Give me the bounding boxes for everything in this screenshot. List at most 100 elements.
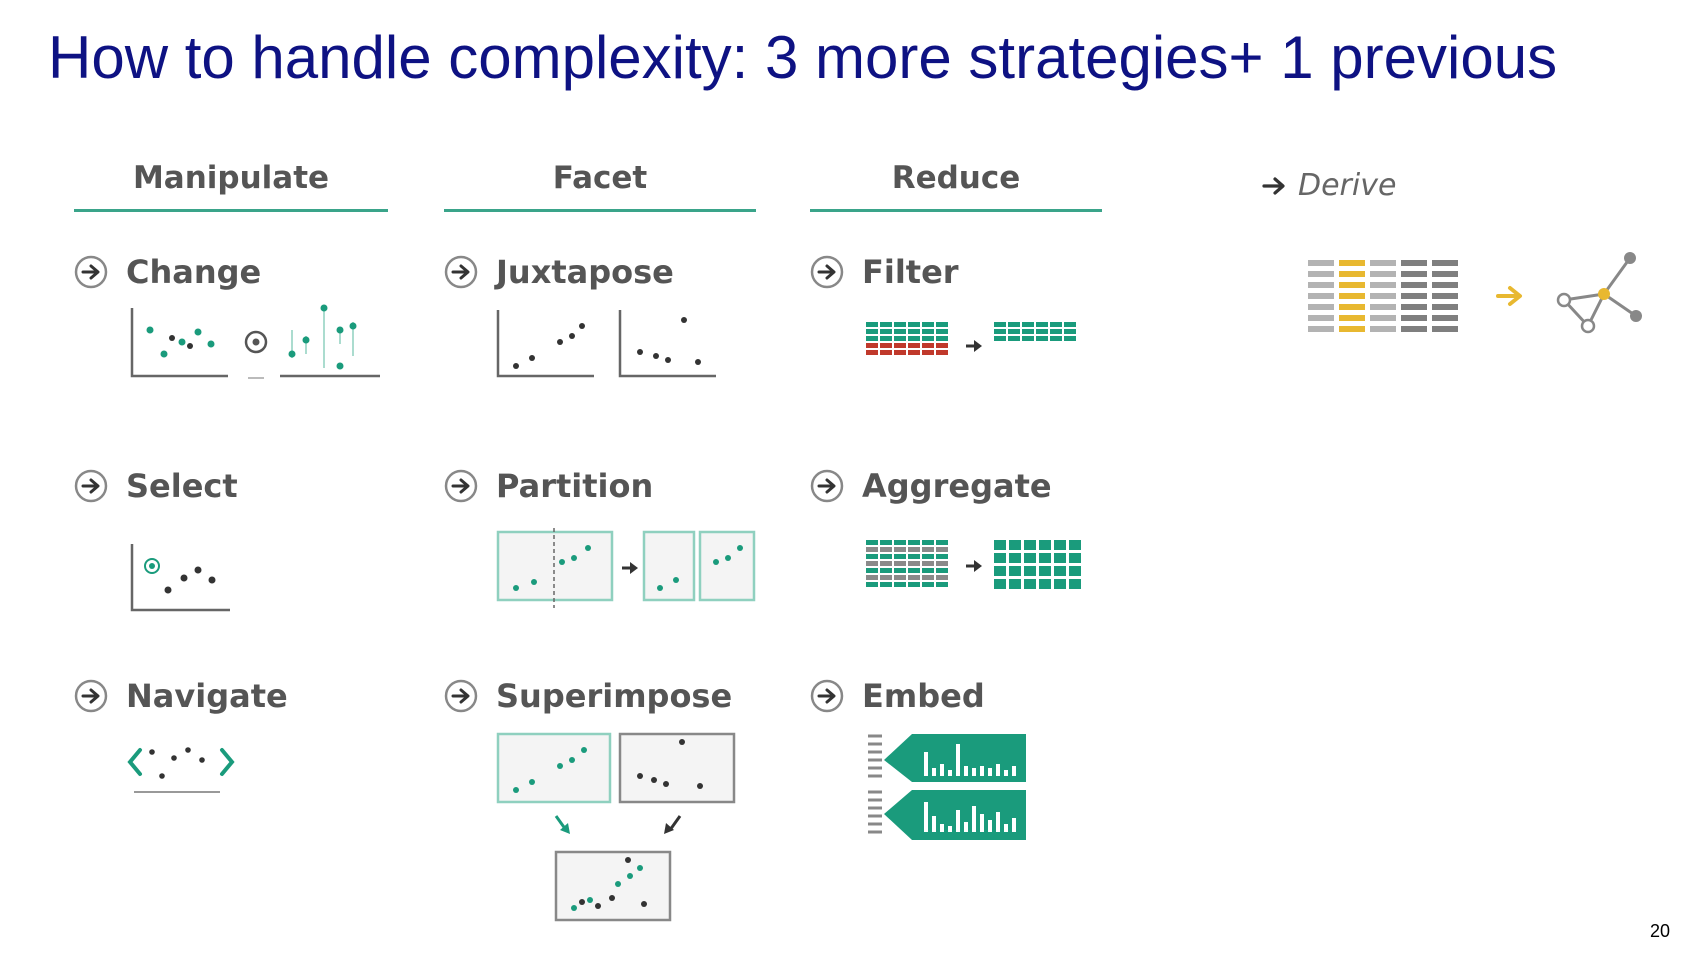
item-aggregate-label: Aggregate bbox=[862, 467, 1052, 505]
table-cell bbox=[866, 554, 878, 559]
table-cell bbox=[908, 540, 920, 545]
table-cell bbox=[1022, 322, 1034, 327]
table-cell bbox=[922, 329, 934, 334]
table-cell bbox=[922, 322, 934, 327]
table-cell bbox=[922, 547, 934, 552]
table-cell bbox=[1009, 553, 1021, 563]
table-cell bbox=[994, 322, 1006, 327]
table-cell bbox=[894, 568, 906, 573]
table-cell bbox=[936, 554, 948, 559]
table-cell bbox=[866, 568, 878, 573]
table-cell bbox=[908, 547, 920, 552]
table-cell bbox=[894, 350, 906, 355]
circle-arrow-right-icon bbox=[74, 679, 108, 713]
table-cell bbox=[1401, 271, 1427, 277]
table-cell bbox=[894, 322, 906, 327]
item-embed: Embed bbox=[810, 668, 985, 724]
circle-arrow-right-icon bbox=[444, 679, 478, 713]
column-heading-manipulate: Manipulate bbox=[74, 156, 388, 216]
table-cell bbox=[908, 329, 920, 334]
item-navigate-label: Navigate bbox=[126, 677, 288, 715]
table-cell bbox=[908, 561, 920, 566]
table-cell bbox=[1401, 326, 1427, 332]
circle-arrow-right-icon bbox=[74, 469, 108, 503]
table-cell bbox=[1370, 271, 1396, 277]
table-cell bbox=[1024, 540, 1036, 550]
table-cell bbox=[1401, 304, 1427, 310]
table-cell bbox=[1370, 260, 1396, 266]
column-heading-facet-label: Facet bbox=[552, 160, 648, 196]
table-cell bbox=[1009, 566, 1021, 576]
table-cell bbox=[866, 329, 878, 334]
item-select: Select bbox=[74, 458, 238, 514]
column-heading-facet: Facet bbox=[444, 156, 756, 216]
table-cell bbox=[1039, 540, 1051, 550]
table-cell bbox=[866, 540, 878, 545]
superimpose-illustration bbox=[496, 732, 736, 922]
table-cell bbox=[1069, 579, 1081, 589]
table-cell bbox=[880, 554, 892, 559]
circle-arrow-right-icon bbox=[444, 469, 478, 503]
table-cell bbox=[880, 336, 892, 341]
table-cell bbox=[1401, 282, 1427, 288]
table-cell bbox=[936, 350, 948, 355]
column-rule bbox=[74, 209, 388, 212]
table-cell bbox=[922, 575, 934, 580]
table-cell bbox=[1370, 315, 1396, 321]
table-cell bbox=[1036, 329, 1048, 334]
table-cell bbox=[1432, 326, 1458, 332]
table-cell bbox=[880, 582, 892, 587]
table-cell bbox=[880, 343, 892, 348]
table-cell bbox=[1308, 260, 1334, 266]
table-cell bbox=[880, 329, 892, 334]
embed-illustration bbox=[868, 734, 1026, 840]
table-cell bbox=[994, 540, 1006, 550]
table-cell bbox=[880, 561, 892, 566]
item-superimpose-label: Superimpose bbox=[496, 677, 733, 715]
table-cell bbox=[894, 582, 906, 587]
table-cell bbox=[1339, 282, 1365, 288]
table-cell bbox=[936, 540, 948, 545]
table-cell bbox=[866, 575, 878, 580]
table-cell bbox=[1064, 329, 1076, 334]
table-cell bbox=[908, 343, 920, 348]
table-cell bbox=[1308, 293, 1334, 299]
table-cell bbox=[994, 329, 1006, 334]
table-cell bbox=[1069, 540, 1081, 550]
table-cell bbox=[880, 568, 892, 573]
table-cell bbox=[1054, 579, 1066, 589]
table-cell bbox=[1339, 326, 1365, 332]
table-cell bbox=[1039, 579, 1051, 589]
table-cell bbox=[880, 547, 892, 552]
table-cell bbox=[880, 540, 892, 545]
table-cell bbox=[1008, 329, 1020, 334]
table-cell bbox=[894, 554, 906, 559]
table-cell bbox=[866, 322, 878, 327]
table-cell bbox=[936, 343, 948, 348]
table-cell bbox=[866, 350, 878, 355]
table-cell bbox=[922, 554, 934, 559]
table-cell bbox=[908, 322, 920, 327]
table-cell bbox=[1308, 304, 1334, 310]
table-cell bbox=[894, 575, 906, 580]
table-cell bbox=[1024, 579, 1036, 589]
table-cell bbox=[1339, 315, 1365, 321]
circle-arrow-right-icon bbox=[810, 255, 844, 289]
table-cell bbox=[936, 329, 948, 334]
circle-arrow-right-icon bbox=[810, 469, 844, 503]
slide-title: How to handle complexity: 3 more strateg… bbox=[48, 24, 1558, 91]
column-rule bbox=[444, 209, 756, 212]
table-cell bbox=[1050, 322, 1062, 327]
table-cell bbox=[1432, 315, 1458, 321]
partition-illustration bbox=[496, 528, 756, 608]
table-cell bbox=[994, 336, 1006, 341]
table-cell bbox=[922, 540, 934, 545]
table-cell bbox=[1339, 304, 1365, 310]
column-rule bbox=[810, 209, 1102, 212]
table-cell bbox=[1064, 336, 1076, 341]
table-cell bbox=[922, 336, 934, 341]
item-filter: Filter bbox=[810, 244, 959, 300]
table-cell bbox=[1370, 293, 1396, 299]
table-cell bbox=[1308, 315, 1334, 321]
circle-arrow-right-icon bbox=[444, 255, 478, 289]
